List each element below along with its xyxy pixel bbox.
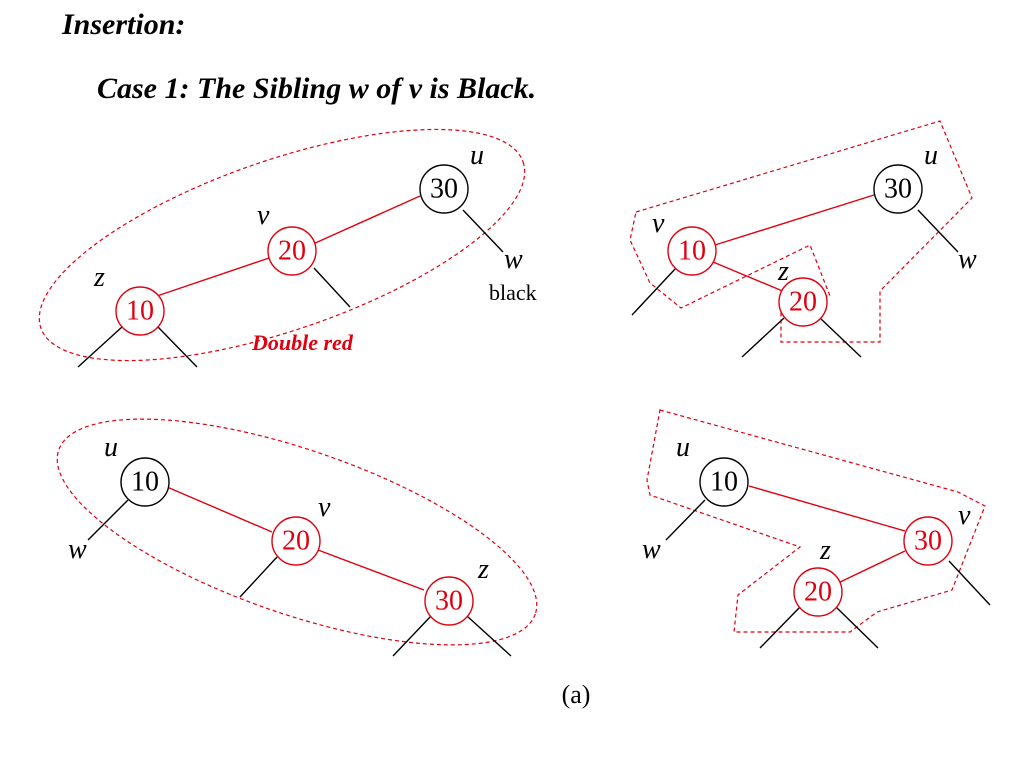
label-z: z: [93, 262, 105, 293]
label-v: v: [958, 500, 971, 531]
node-z: 20: [778, 277, 828, 327]
edge-z-left-child: [77, 326, 123, 368]
edge-u-w: [87, 499, 129, 541]
node-v-value: 20: [278, 236, 306, 267]
edge-v-left-child: [631, 267, 677, 316]
edge-v-z: [837, 550, 906, 584]
edge-z-right-child: [819, 317, 862, 358]
edge-u-v: [748, 485, 906, 532]
label-w: w: [958, 244, 977, 275]
node-z-value: 10: [126, 296, 154, 327]
node-z-value: 20: [804, 577, 832, 608]
node-v-value: 20: [282, 526, 310, 557]
label-w: w: [504, 244, 523, 275]
panel-bottom-left: 10 20 30 u v z w: [56, 418, 538, 657]
label-w-color: black: [489, 280, 537, 305]
edge-v-right-child: [948, 560, 991, 606]
edge-z-left-child: [759, 606, 801, 649]
grouping-ellipse: [56, 418, 538, 646]
edge-z-left-child: [392, 615, 432, 657]
node-u: 30: [419, 164, 469, 214]
label-u: u: [104, 432, 118, 463]
node-z: 30: [424, 576, 474, 626]
node-v-value: 10: [678, 236, 706, 267]
node-z: 10: [115, 286, 165, 336]
grouping-polygon: [646, 409, 986, 633]
figure-caption: (a): [562, 680, 591, 709]
edge-v-child: [313, 267, 351, 308]
node-v: 20: [271, 516, 321, 566]
node-v-value: 30: [914, 526, 942, 557]
grouping-ellipse: [38, 128, 526, 362]
edge-z-left-child: [741, 317, 785, 358]
page-title: Insertion:: [62, 8, 186, 41]
double-red-note: Double red: [251, 330, 354, 355]
node-u-value: 30: [884, 174, 912, 205]
edge-u-w: [665, 499, 706, 541]
node-z-value: 20: [789, 287, 817, 318]
label-u: u: [924, 140, 938, 171]
panel-top-right: 10 20 30 u v z w: [629, 120, 977, 358]
label-v: v: [652, 208, 665, 239]
label-u: u: [676, 432, 690, 463]
label-w: w: [68, 534, 87, 565]
edge-z-v: [156, 257, 270, 297]
label-z: z: [819, 535, 831, 566]
case-title: Case 1: The Sibling w of v is Black.: [97, 72, 537, 105]
label-v: v: [318, 492, 331, 523]
node-z: 20: [793, 567, 843, 617]
edge-z-right-child: [466, 615, 512, 657]
edge-v-u: [714, 194, 875, 246]
node-u-value: 10: [710, 467, 738, 498]
label-z: z: [777, 256, 789, 287]
edge-v-left-child: [239, 556, 278, 598]
node-v: 20: [267, 226, 317, 276]
node-v: 10: [667, 226, 717, 276]
label-w: w: [642, 534, 661, 565]
edge-u-w: [462, 209, 504, 253]
edge-v-z: [712, 261, 786, 293]
node-u: 10: [120, 457, 170, 507]
edge-u-v: [166, 486, 273, 533]
label-v: v: [257, 200, 270, 231]
node-u-value: 30: [430, 174, 458, 205]
panel-top-left: 10 20 30 u v z w black Double red: [38, 128, 537, 368]
grouping-polygon: [629, 120, 973, 343]
edge-z-right-child: [157, 326, 198, 368]
label-u: u: [470, 140, 484, 171]
panel-bottom-right: 10 30 20 u v z w: [642, 409, 991, 649]
label-z: z: [477, 554, 489, 585]
node-u-value: 10: [131, 467, 159, 498]
node-v: 30: [903, 516, 953, 566]
edge-v-z: [317, 549, 425, 591]
edge-u-w: [917, 209, 959, 253]
node-u: 10: [699, 457, 749, 507]
node-z-value: 30: [435, 586, 463, 617]
edge-z-right-child: [835, 606, 879, 649]
node-u: 30: [873, 164, 923, 214]
edge-v-u: [312, 195, 421, 245]
